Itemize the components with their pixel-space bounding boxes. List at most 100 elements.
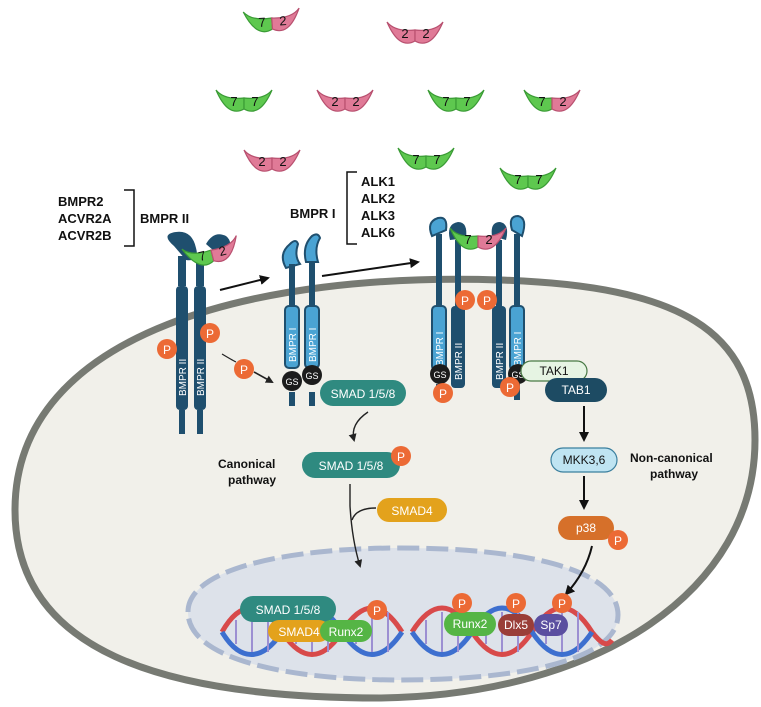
smad158-phosphorylated: SMAD 1/5/8 P bbox=[302, 446, 411, 478]
runx2-label: Runx2 bbox=[453, 617, 488, 631]
ligand-label-2: 2 bbox=[485, 232, 492, 247]
bmpr2-chain-label: BMPR II bbox=[454, 343, 465, 380]
smad4: SMAD4 bbox=[377, 498, 447, 522]
smad158-label: SMAD 1/5/8 bbox=[319, 459, 384, 473]
receptor-name-acvr2a: ACVR2A bbox=[58, 211, 112, 226]
ligand-dimer: 7 2 bbox=[242, 7, 300, 33]
phosphate-label: P bbox=[461, 294, 469, 308]
receptor-name-alk2: ALK2 bbox=[361, 191, 395, 206]
type2-group-label: BMPR II bbox=[140, 211, 189, 226]
ligand-label-7: 7 bbox=[433, 152, 440, 167]
tak1-label: TAK1 bbox=[539, 364, 568, 378]
phosphate-group: P bbox=[433, 383, 453, 403]
phosphate-label: P bbox=[163, 343, 171, 357]
type2-bracket bbox=[124, 189, 135, 247]
phosphate-group: P bbox=[157, 339, 177, 359]
phosphate-label: P bbox=[439, 387, 447, 401]
smad158-label: SMAD 1/5/8 bbox=[331, 387, 396, 401]
non-canonical-pathway-label: pathway bbox=[650, 467, 698, 481]
canonical-pathway-label: Canonical bbox=[218, 457, 275, 471]
type1-group-label: BMPR I bbox=[290, 206, 336, 221]
ligand-dimer: 2 2 bbox=[386, 21, 444, 44]
ligand-label-7: 7 bbox=[258, 14, 266, 29]
bmpr2-receptor-complex: BMPR II BMPR II bbox=[167, 231, 231, 434]
phosphate-group: P bbox=[500, 377, 520, 397]
bound-ligand-dimer: 7 2 bbox=[449, 227, 507, 250]
ligand-label-7: 7 bbox=[412, 152, 419, 167]
ligand-dimer: 7 7 bbox=[499, 167, 557, 190]
tak1: TAK1 bbox=[520, 360, 588, 382]
phosphate-label: P bbox=[614, 534, 622, 548]
type1-bracket bbox=[346, 171, 357, 245]
phosphate-label: P bbox=[458, 597, 466, 611]
smad4-join-line bbox=[351, 507, 377, 521]
phosphate-label: P bbox=[373, 604, 381, 618]
phosphate-label: P bbox=[483, 294, 491, 308]
ligand-label-2: 2 bbox=[279, 13, 287, 28]
nuclear-translocation-arrow bbox=[349, 484, 363, 568]
mkk-label: MKK3,6 bbox=[563, 453, 606, 467]
bmpr1-receptor: BMPR I BMPR I GS GS bbox=[281, 233, 322, 406]
activation-arrow bbox=[219, 275, 270, 291]
receptor-name-bmpr2: BMPR2 bbox=[58, 194, 104, 209]
ligand-label-7: 7 bbox=[251, 94, 258, 109]
dlx5-label: Dlx5 bbox=[504, 618, 528, 632]
nuclear-smad-complex: SMAD 1/5/8 SMAD4 Runx2 P bbox=[240, 596, 387, 642]
phosphate-label: P bbox=[397, 450, 405, 464]
ligand-label-7: 7 bbox=[197, 248, 208, 264]
ligand-label-7: 7 bbox=[535, 172, 542, 187]
mkk36: MKK3,6 bbox=[550, 447, 618, 473]
nuclear-translocation-arrow bbox=[564, 545, 593, 596]
ligand-label-2: 2 bbox=[422, 26, 429, 41]
ligand-dimer: 7 7 bbox=[215, 89, 273, 112]
nuclear-transcription-factors: Runx2 Dlx5 Sp7 P P P bbox=[444, 593, 572, 636]
tab1-label: TAB1 bbox=[561, 383, 590, 397]
ligand-dimer: 7 2 bbox=[523, 89, 581, 112]
bmpr2-chain-label: BMPR II bbox=[495, 343, 506, 380]
canonical-pathway-label: pathway bbox=[228, 473, 276, 487]
receptor-name-alk1: ALK1 bbox=[361, 174, 395, 189]
ligand-label-7: 7 bbox=[464, 232, 471, 247]
ligand-dimer: 2 2 bbox=[316, 89, 374, 112]
runx2-label: Runx2 bbox=[329, 625, 364, 639]
phospho-transfer-arrow bbox=[253, 371, 274, 383]
ligand-dimer: 2 2 bbox=[243, 149, 301, 172]
gs-domain-label: GS bbox=[511, 370, 524, 380]
ligand-label-2: 2 bbox=[279, 154, 286, 169]
smad158-unphosphorylated: SMAD 1/5/8 bbox=[320, 380, 406, 406]
p38-label: p38 bbox=[576, 521, 596, 535]
ligand-label-7: 7 bbox=[463, 94, 470, 109]
transfer-line bbox=[221, 353, 237, 363]
smad4-label: SMAD4 bbox=[278, 625, 320, 639]
smad4-label: SMAD4 bbox=[391, 504, 433, 518]
ligand-label-7: 7 bbox=[230, 94, 237, 109]
ligand-label-2: 2 bbox=[559, 94, 566, 109]
phosphate-label: P bbox=[206, 327, 214, 341]
phosphate-label: P bbox=[506, 381, 514, 395]
ligand-dimer: 7 7 bbox=[397, 147, 455, 170]
phosphate-group: P bbox=[455, 290, 475, 310]
bmpr1-chain-label: BMPR I bbox=[288, 328, 299, 362]
ligand-label-7: 7 bbox=[514, 172, 521, 187]
receptor-name-alk6: ALK6 bbox=[361, 225, 395, 240]
activation-arrow bbox=[321, 258, 420, 277]
phosphate-label: P bbox=[558, 597, 566, 611]
ligand-label-7: 7 bbox=[442, 94, 449, 109]
bmpr1-chain-label: BMPR I bbox=[308, 328, 319, 362]
ligand-label-2: 2 bbox=[331, 94, 338, 109]
phosphate-group: P bbox=[234, 359, 254, 379]
bmpr1-chain-label: BMPR I bbox=[435, 332, 446, 366]
phosphorylation-arrow bbox=[348, 411, 369, 442]
phosphate-group: P bbox=[200, 323, 220, 343]
gs-domain-label: GS bbox=[285, 377, 298, 387]
ligand-dimer: 7 7 bbox=[427, 89, 485, 112]
bmpr1-chain-label: BMPR I bbox=[513, 332, 524, 366]
receptor-name-alk3: ALK3 bbox=[361, 208, 395, 223]
ligand-label-2: 2 bbox=[352, 94, 359, 109]
phosphate-label: P bbox=[512, 597, 520, 611]
gs-domain-label: GS bbox=[433, 370, 446, 380]
tab1: TAB1 bbox=[545, 378, 607, 402]
non-canonical-pathway-label: Non-canonical bbox=[630, 451, 713, 465]
bmpr2-chain-label: BMPR II bbox=[178, 359, 189, 396]
